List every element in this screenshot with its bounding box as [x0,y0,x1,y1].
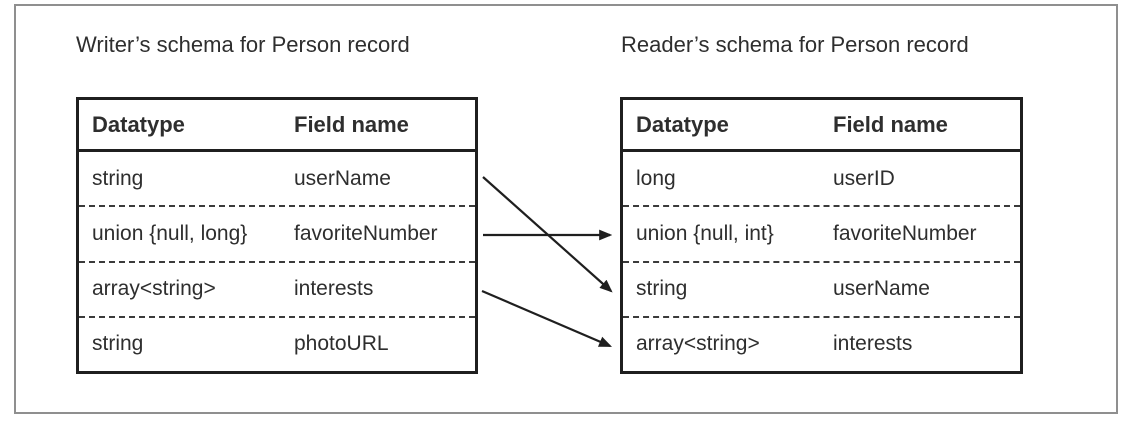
field-name-cell: userName [833,277,930,301]
reader-column-header-field-name: Field name [833,111,948,137]
field-name-cell: interests [294,277,374,301]
field-name-cell: userName [294,166,391,190]
datatype-cell: string [636,277,688,301]
datatype-cell: long [636,166,676,190]
outer-frame [14,4,1118,414]
field-name-cell: userID [833,166,895,190]
table-row: long userID [623,152,1020,205]
table-row: union {null, int} favoriteNumber [623,205,1020,260]
datatype-cell: string [92,166,144,190]
table-row: string userName [79,152,475,205]
datatype-cell: union {null, int} [636,221,774,245]
reader-schema-title: Reader’s schema for Person record [621,32,969,57]
writer-schema-table: Datatype Field name string userName unio… [76,97,478,374]
datatype-cell: array<string> [636,332,760,356]
reader-column-header-datatype: Datatype [636,111,729,137]
reader-table-header-row: Datatype Field name [623,100,1020,152]
writer-column-header-datatype: Datatype [92,111,185,137]
table-row: union {null, long} favoriteNumber [79,205,475,260]
datatype-cell: string [92,332,144,356]
writer-schema-title: Writer’s schema for Person record [76,32,410,57]
field-name-cell: photoURL [294,332,389,356]
table-row: array<string> interests [623,315,1020,371]
field-name-cell: favoriteNumber [833,221,977,245]
table-row: array<string> interests [79,260,475,316]
datatype-cell: array<string> [92,277,216,301]
field-name-cell: interests [833,332,913,356]
table-row: string photoURL [79,315,475,371]
writer-column-header-field-name: Field name [294,111,409,137]
reader-schema-table: Datatype Field name long userID union {n… [620,97,1023,374]
table-row: string userName [623,260,1020,316]
datatype-cell: union {null, long} [92,221,248,245]
field-name-cell: favoriteNumber [294,221,438,245]
writer-table-header-row: Datatype Field name [79,100,475,152]
